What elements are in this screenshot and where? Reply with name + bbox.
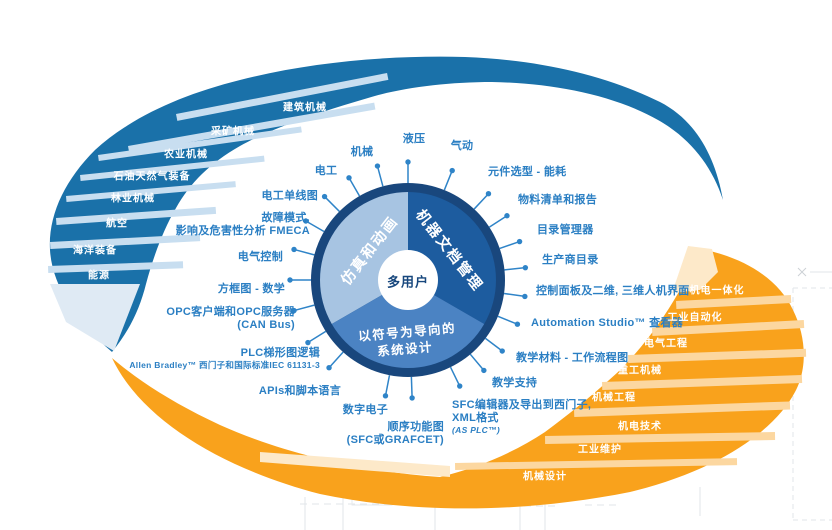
spoke-line xyxy=(384,375,391,396)
spoke-dot xyxy=(382,393,389,399)
spoke-dot xyxy=(291,307,297,314)
spoke-dot xyxy=(522,264,529,271)
spoke-line xyxy=(307,330,327,344)
spoke-line xyxy=(497,315,518,325)
blue-ellipse-band xyxy=(48,56,723,352)
spoke-dot xyxy=(291,246,297,253)
spoke-dot xyxy=(346,175,352,181)
center-pie xyxy=(311,183,505,377)
spoke-line xyxy=(324,196,340,212)
orange-band-gaps xyxy=(260,246,807,477)
spoke-line xyxy=(348,177,361,197)
spoke-dot xyxy=(516,238,523,245)
spoke-line xyxy=(293,304,315,312)
spoke-line xyxy=(485,337,503,352)
spoke-line xyxy=(503,292,525,298)
spoke-line xyxy=(376,165,384,187)
spoke-dot xyxy=(409,395,415,401)
spoke-line xyxy=(328,351,344,369)
spoke-dot xyxy=(287,277,293,283)
orange-ellipse-band xyxy=(112,246,807,509)
spoke-dot xyxy=(485,191,492,197)
spoke-dot xyxy=(321,193,328,200)
spoke-line xyxy=(469,353,485,371)
spoke-dot xyxy=(499,348,505,354)
blue-band-gaps xyxy=(48,72,389,351)
spoke-line xyxy=(473,193,490,210)
blue-band-tail xyxy=(50,284,140,351)
pie-core xyxy=(378,250,438,310)
spoke-dot xyxy=(449,167,455,174)
orange-band-tail xyxy=(672,246,718,293)
spoke-dot xyxy=(305,339,311,346)
spoke-dot xyxy=(514,321,521,327)
segment-system-design[interactable] xyxy=(331,280,485,368)
spoke-line xyxy=(499,240,520,250)
spoke-dot xyxy=(326,364,332,371)
spoke-dot xyxy=(457,383,463,389)
close-icon xyxy=(797,267,807,277)
spoke-dot xyxy=(374,163,381,169)
spoke-dot xyxy=(303,218,309,224)
spoke-dot xyxy=(405,159,411,165)
spoke-line xyxy=(293,248,315,256)
spoke-dot xyxy=(522,293,528,300)
spoke-line xyxy=(305,220,325,233)
spoke-line xyxy=(449,366,461,387)
spoke-line xyxy=(504,266,526,271)
spoke-dot xyxy=(504,213,510,219)
spoke-line xyxy=(443,170,453,191)
spokes xyxy=(287,159,529,401)
spoke-line xyxy=(488,215,508,228)
spoke-dot xyxy=(481,367,487,374)
orange-band-base xyxy=(112,250,804,509)
spoke-line xyxy=(410,376,413,398)
